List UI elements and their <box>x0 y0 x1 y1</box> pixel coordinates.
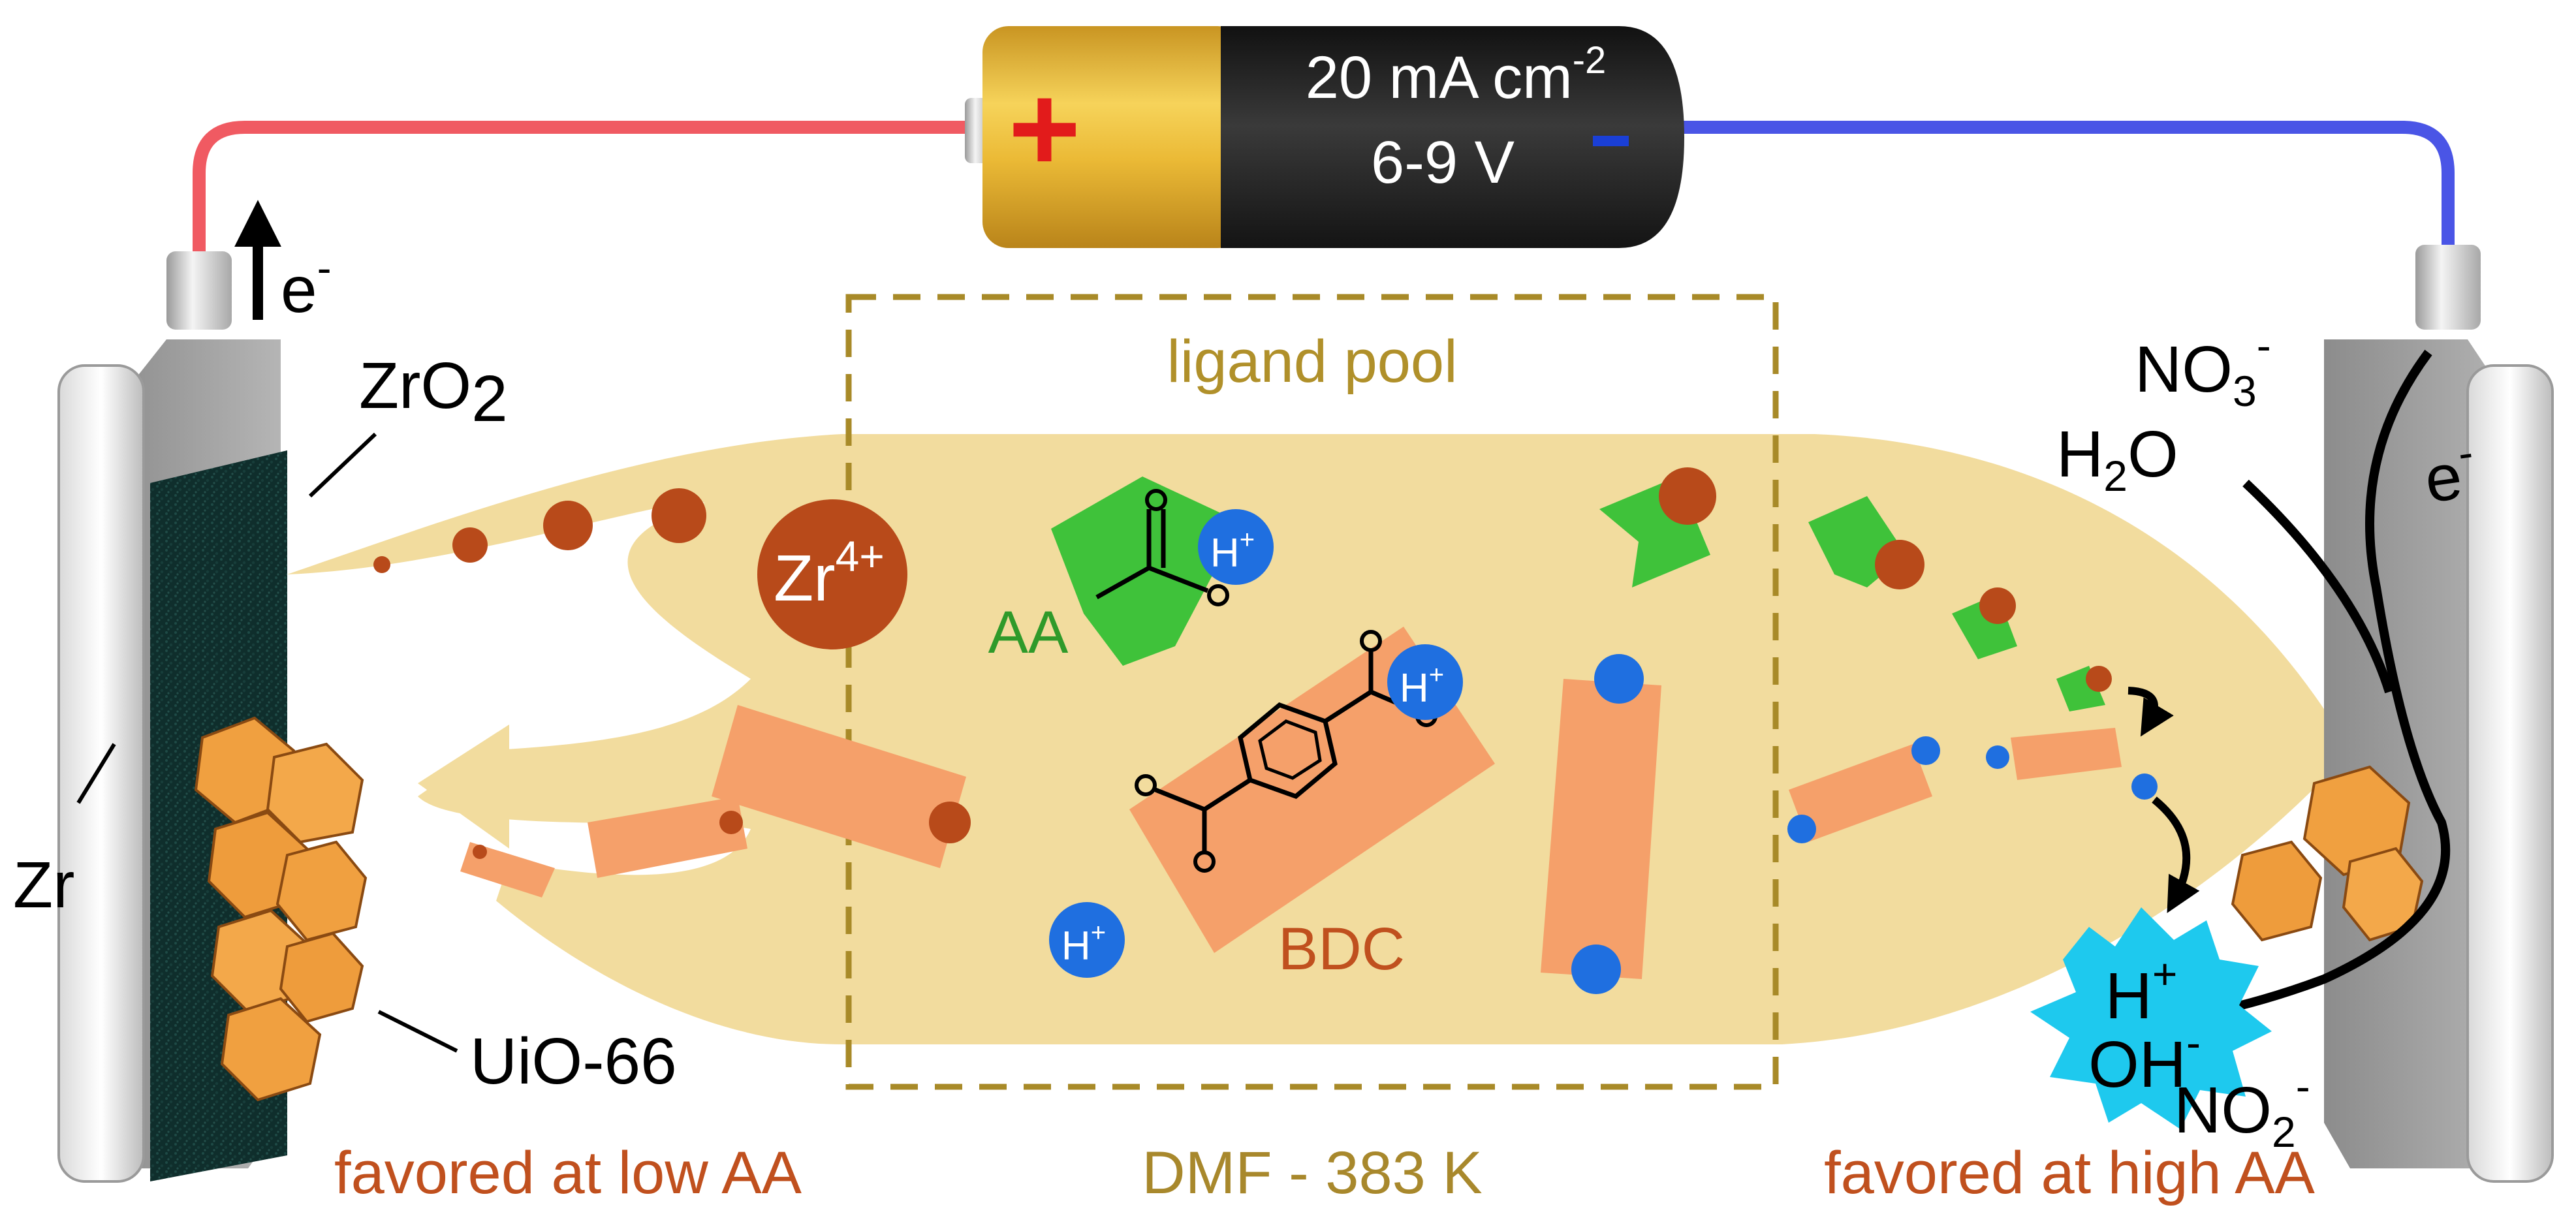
proton-symbol: H <box>1061 924 1091 969</box>
burst-proton-symbol: H <box>2105 960 2152 1033</box>
proton-dot <box>1571 945 1621 994</box>
svg-text:e-: e- <box>2419 428 2481 517</box>
svg-text:H+: H+ <box>1400 661 1444 711</box>
zr-ion-charge: 4+ <box>836 532 885 580</box>
svg-text:H+: H+ <box>1061 918 1106 969</box>
battery-current-exponent: -2 <box>1573 39 1607 82</box>
high-aa-note: favored at high AA <box>1824 1140 2315 1206</box>
reaction-arrow <box>2152 796 2200 913</box>
zirconia-subscript: 2 <box>471 362 508 435</box>
svg-text:H+: H+ <box>1210 525 1255 576</box>
reaction-burst <box>2030 907 2272 1129</box>
acetic-acid-label: AA <box>988 599 1069 666</box>
proton-symbol: H <box>1210 531 1240 576</box>
zr-ion-dot <box>652 488 706 543</box>
battery-minus-sign <box>1593 136 1629 146</box>
zr4-ion: Zr4+ <box>757 499 907 649</box>
ligand-pool-box <box>845 294 1779 1090</box>
hydroxide-label: OH <box>2088 1028 2186 1101</box>
reaction-arrow <box>2128 687 2174 737</box>
nitrate-charge: - <box>2257 321 2271 369</box>
burst-proton-charge: + <box>2152 950 2178 998</box>
zirconia-leader-line <box>308 432 377 498</box>
uio66-crystals <box>194 716 368 1102</box>
proton-dot <box>1787 815 1816 843</box>
bdc-linker <box>2011 728 2122 780</box>
nitrite-label: NO <box>2174 1074 2272 1147</box>
anode-electron-symbol: e <box>281 253 317 326</box>
low-aa-note: favored at low AA <box>334 1140 802 1206</box>
proton-dot <box>1986 745 2009 769</box>
blue-wire <box>1665 121 2455 281</box>
zr-ion-dot <box>452 527 488 563</box>
zr-ion-dot <box>543 501 593 550</box>
water-tail: O <box>2128 418 2178 491</box>
battery-voltage-label: 6-9 V <box>1371 129 1515 196</box>
cathode-electrode <box>2324 245 2554 1183</box>
acetic-acid-molecule: H+ <box>1051 476 1274 666</box>
zr-ion-dot <box>719 811 743 834</box>
proton-symbol: H <box>1400 666 1429 711</box>
svg-text:e-: e- <box>281 243 332 326</box>
proton-dot <box>2131 773 2158 800</box>
nitrite-charge: - <box>2296 1062 2310 1110</box>
proton-dot <box>1911 736 1940 765</box>
zirconium-label: Zr <box>13 849 74 922</box>
bdc-linker <box>1541 679 1661 979</box>
bdc-linker <box>712 705 966 868</box>
zr-ion-dot <box>1875 540 1924 589</box>
zr-leader-line <box>76 743 116 804</box>
cathode-crystals <box>2231 765 2424 942</box>
bdc-linker <box>588 796 747 878</box>
svg-text:H+: H+ <box>2105 950 2178 1033</box>
zr-ion-dot <box>373 556 390 573</box>
water-subscript: 2 <box>2103 452 2128 500</box>
zr-ion-symbol: Zr <box>774 542 835 615</box>
ligand-pool-title: ligand pool <box>1167 328 1457 395</box>
nitrate-subscript: 3 <box>2233 367 2257 415</box>
battery: + 20 mA cm-2 6-9 V <box>965 26 1684 248</box>
nitrite-subscript: 2 <box>2272 1108 2296 1156</box>
proton-charge: + <box>1240 525 1255 554</box>
battery-current-label: 20 mA cm <box>1306 44 1573 111</box>
cathode-electron-path <box>2105 349 2451 1044</box>
proton-charge: + <box>1091 918 1106 947</box>
svg-text:H2O: H2O <box>2056 418 2178 500</box>
water-nitrate-path <box>2242 479 2394 694</box>
water-label: H <box>2056 418 2103 491</box>
anode-electron-charge: - <box>317 243 332 292</box>
svg-text:ZrO2: ZrO2 <box>359 349 508 435</box>
svg-text:NO3-: NO3- <box>2135 321 2271 415</box>
solvent-temperature-label: DMF - 383 K <box>1142 1140 1482 1206</box>
red-wire <box>193 121 986 287</box>
svg-text:NO2-: NO2- <box>2174 1062 2310 1156</box>
zr-ion-dot <box>1979 587 2016 624</box>
proton-dot <box>1594 654 1644 704</box>
svg-text:Zr4+: Zr4+ <box>774 532 885 615</box>
zirconia-label: ZrO <box>359 349 471 422</box>
bdc-label: BDC <box>1278 916 1405 982</box>
zr-ion-dot <box>2086 666 2112 692</box>
bdc-linker <box>1789 744 1932 842</box>
proton-charge: + <box>1429 661 1444 689</box>
nitrate-label: NO <box>2135 333 2233 406</box>
svg-text:OH-: OH- <box>2088 1018 2201 1101</box>
zr-ion-dot <box>929 802 971 843</box>
zr-ion-dot <box>473 845 487 859</box>
hydroxide-charge: - <box>2186 1018 2201 1067</box>
uio66-leader-line <box>377 1010 458 1053</box>
battery-plus-sign: + <box>1009 59 1081 198</box>
svg-text:20 mA cm-2: 20 mA cm-2 <box>1306 39 1607 111</box>
zr-ion-dot <box>1659 467 1716 525</box>
uio66-label: UiO-66 <box>470 1025 677 1098</box>
bdc-molecule: H+ H+ <box>1049 627 1495 978</box>
